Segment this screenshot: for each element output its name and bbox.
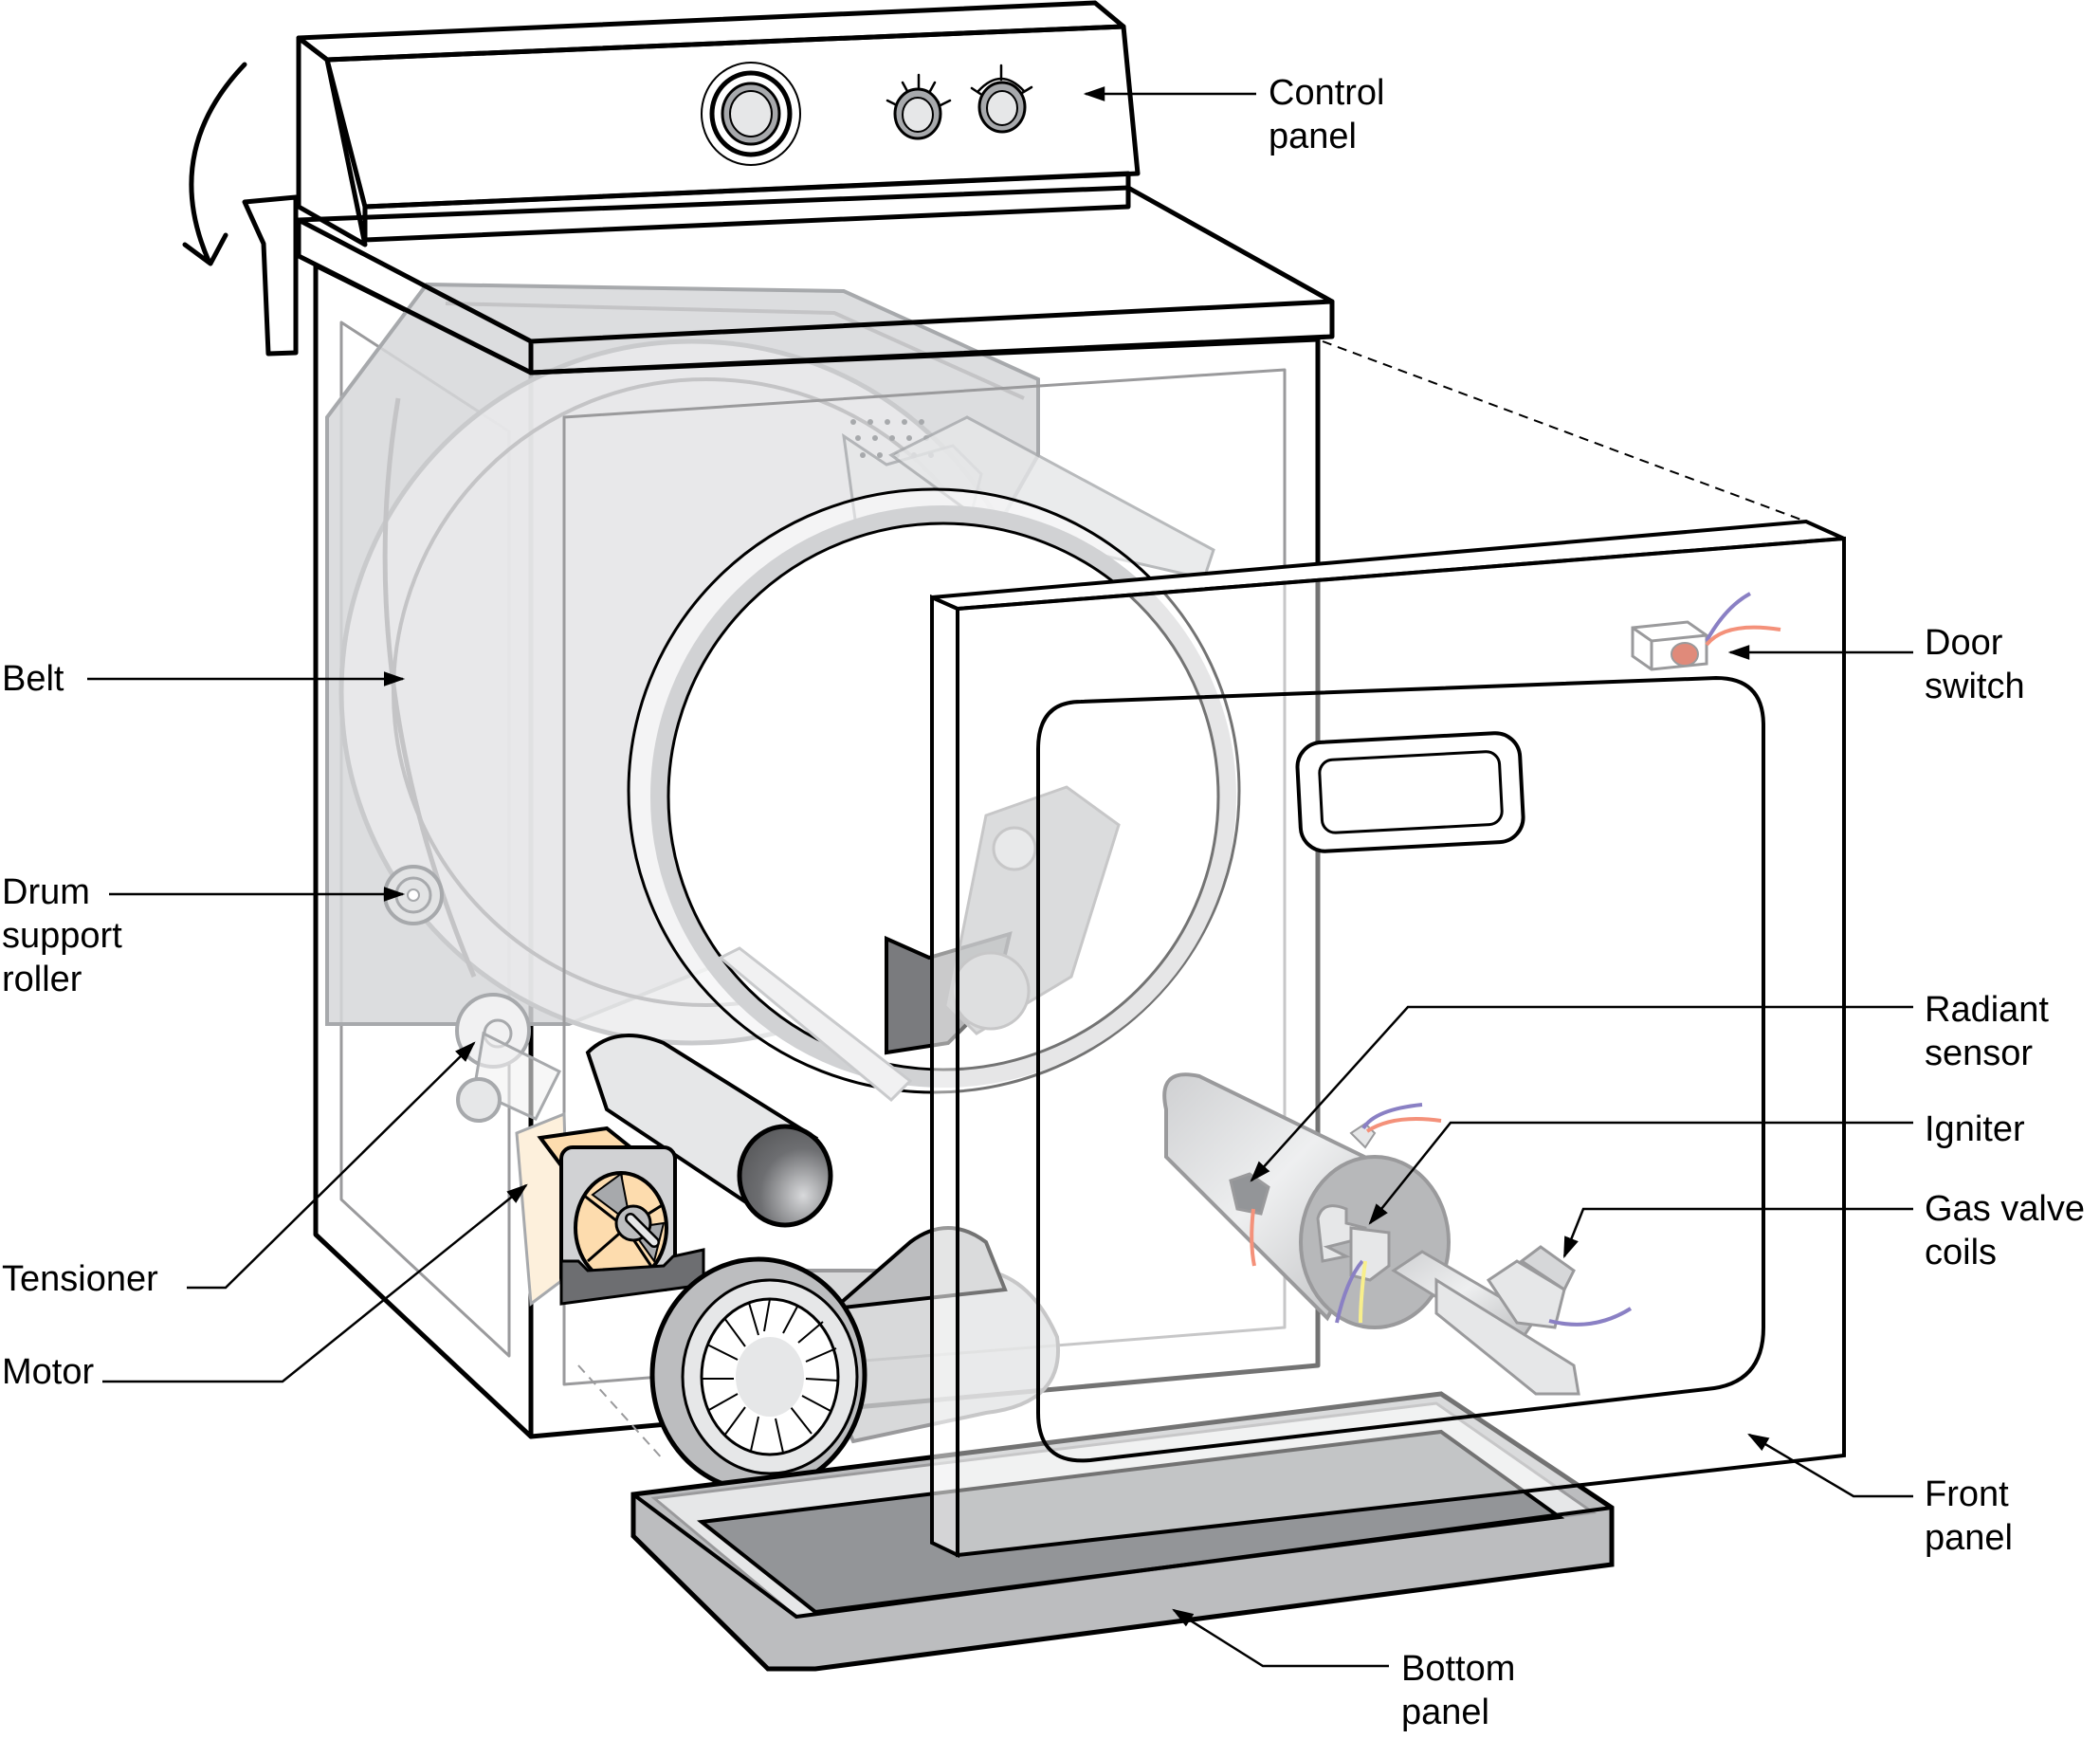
- leader-igniter: [1368, 1121, 1913, 1225]
- label-front-panel: Front panel: [1925, 1474, 2013, 1558]
- label-door-switch: Door switch: [1925, 623, 2025, 706]
- motor: [515, 1111, 705, 1307]
- label-drum-support-roller: Drum support roller: [2, 872, 122, 999]
- cycle-knob: [970, 64, 1033, 134]
- blower-fan-blades: [702, 1298, 839, 1454]
- blower-housing: [649, 1226, 1061, 1493]
- label-bottom-panel: Bottom panel: [1401, 1649, 1516, 1732]
- label-radiant-sensor: Radiant sensor: [1925, 990, 2049, 1073]
- front-panel: [930, 519, 1846, 1559]
- leader-motor: [102, 1183, 528, 1383]
- label-tensioner: Tensioner: [2, 1259, 158, 1299]
- label-motor: Motor: [2, 1352, 95, 1392]
- leader-tensioner: [187, 1041, 476, 1290]
- callout-leaders: [87, 86, 1913, 1668]
- temperature-knob: [886, 73, 952, 140]
- bottom-panel: [630, 1391, 1615, 1672]
- leader-gas-valve-coils: [1562, 1207, 1913, 1259]
- control-panel: [296, 0, 1141, 247]
- label-belt: Belt: [2, 659, 64, 699]
- label-gas-valve-coils: Gas valve coils: [1925, 1189, 2085, 1272]
- exhaust-duct: [585, 1034, 833, 1228]
- timer-dial: [701, 62, 801, 166]
- burner-assembly: [1162, 1072, 1633, 1396]
- leader-bottom-panel: [1172, 1608, 1389, 1668]
- label-igniter: Igniter: [1925, 1109, 2025, 1149]
- door-switch: [1631, 592, 1781, 671]
- curved-arrow-icon: [182, 62, 247, 266]
- leader-front-panel: [1747, 1433, 1913, 1498]
- label-control-panel: Control panel: [1269, 73, 1385, 156]
- leader-radiant-sensor: [1250, 1005, 1913, 1182]
